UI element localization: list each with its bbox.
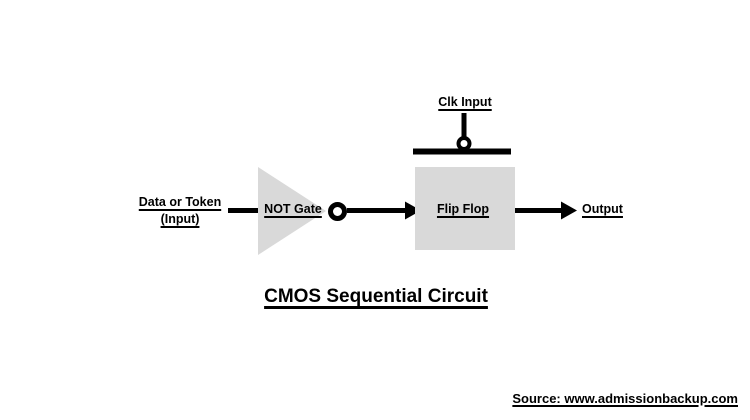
output-label: Output — [582, 202, 623, 216]
inverter-bubble-icon — [328, 202, 347, 221]
data-input-label-line1: Data or Token — [138, 195, 222, 209]
output-arrowhead — [561, 201, 577, 220]
flip-flop-box — [415, 167, 515, 250]
diagram-title: CMOS Sequential Circuit — [264, 286, 488, 307]
clock-bubble-icon — [456, 136, 472, 151]
not-gate-label: NOT Gate — [264, 202, 322, 216]
source-credit: Source: www.admissionbackup.com — [512, 391, 738, 406]
clk-input-label: Clk Input — [438, 95, 492, 109]
flip-flop-label: Flip Flop — [436, 202, 490, 216]
not-gate-triangle — [258, 167, 326, 255]
gate-to-flipflop-arrowhead — [405, 201, 421, 220]
data-input-label-line2: (Input) — [160, 212, 200, 226]
data-input-label: Data or Token (Input) — [125, 194, 235, 228]
